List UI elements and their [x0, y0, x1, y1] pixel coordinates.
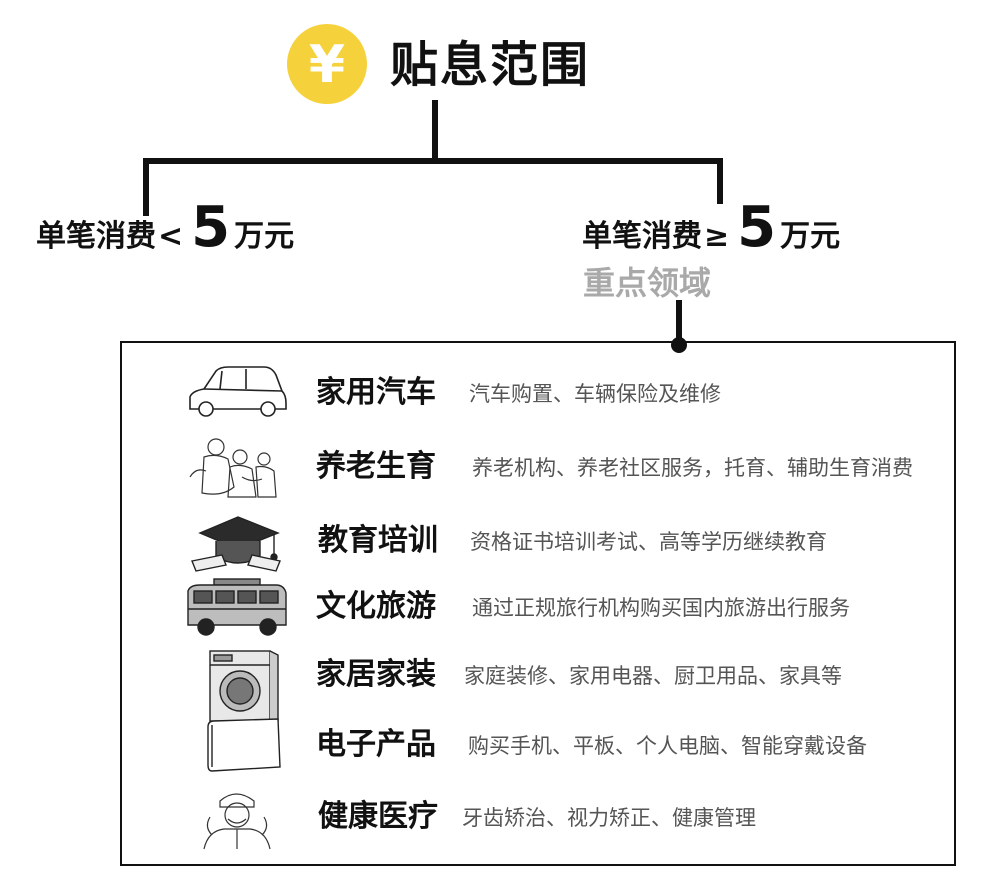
box-connector: [676, 300, 682, 346]
camper-van-icon: [182, 577, 290, 637]
category-name: 健康医疗: [318, 799, 438, 834]
category-desc: 通过正规旅行机构购买国内旅游出行服务: [472, 596, 850, 620]
page-title: 贴息范围: [390, 37, 591, 93]
tablet-icon: [182, 715, 290, 775]
branch-right-operator: ≥: [704, 219, 730, 254]
washing-machine-icon: [182, 649, 290, 722]
tree-crossbar: [143, 158, 723, 164]
category-name: 养老生育: [316, 449, 436, 484]
branch-left-label: 单笔消费 < 5 万元: [36, 200, 294, 256]
family-icon: [182, 437, 290, 498]
key-areas-label: 重点领域: [583, 264, 712, 302]
list-item: 教育培训 资格证书培训考试、高等学历继续教育: [122, 511, 954, 572]
list-item: 家居家装 家庭装修、家用电器、厨卫用品、家具等: [122, 645, 954, 722]
tree-right-drop: [717, 158, 723, 204]
category-name: 教育培训: [318, 523, 438, 558]
category-name: 家用汽车: [316, 375, 436, 410]
category-desc: 汽车购置、车辆保险及维修: [469, 382, 721, 406]
category-desc: 养老机构、养老社区服务，托育、辅助生育消费: [472, 456, 913, 480]
car-icon: [182, 363, 290, 423]
svg-text:¥: ¥: [309, 35, 345, 95]
graduation-cap-icon: [182, 511, 290, 572]
branch-left-operator: <: [158, 219, 184, 254]
branch-right-unit: 万元: [780, 219, 841, 254]
category-name: 电子产品: [316, 727, 436, 762]
category-name: 文化旅游: [316, 589, 436, 624]
category-desc: 资格证书培训考试、高等学历继续教育: [470, 530, 827, 554]
branch-left-unit: 万元: [234, 219, 295, 254]
yen-icon: ¥: [285, 22, 369, 106]
tree-trunk: [432, 100, 438, 162]
branch-right-prefix: 单笔消费: [582, 219, 702, 254]
category-desc: 购买手机、平板、个人电脑、智能穿戴设备: [468, 734, 867, 758]
branch-left-amount: 5: [191, 195, 231, 260]
list-item: 电子产品 购买手机、平板、个人电脑、智能穿戴设备: [122, 715, 954, 775]
category-name: 家居家装: [316, 657, 436, 692]
key-areas-box: 家用汽车 汽车购置、车辆保险及维修 养老生育 养老机构、养老社区服务，托育、辅助…: [120, 341, 956, 866]
list-item: 家用汽车 汽车购置、车辆保险及维修: [122, 363, 954, 423]
category-desc: 家庭装修、家用电器、厨卫用品、家具等: [464, 664, 842, 688]
tree-left-drop: [143, 158, 149, 216]
branch-right-amount: 5: [737, 195, 777, 260]
doctor-icon: [182, 787, 290, 850]
list-item: 文化旅游 通过正规旅行机构购买国内旅游出行服务: [122, 577, 954, 637]
list-item: 健康医疗 牙齿矫治、视力矫正、健康管理: [122, 787, 954, 850]
branch-left-prefix: 单笔消费: [36, 219, 156, 254]
category-desc: 牙齿矫治、视力矫正、健康管理: [462, 806, 756, 830]
branch-right-label: 单笔消费 ≥ 5 万元: [582, 200, 840, 256]
list-item: 养老生育 养老机构、养老社区服务，托育、辅助生育消费: [122, 437, 954, 498]
